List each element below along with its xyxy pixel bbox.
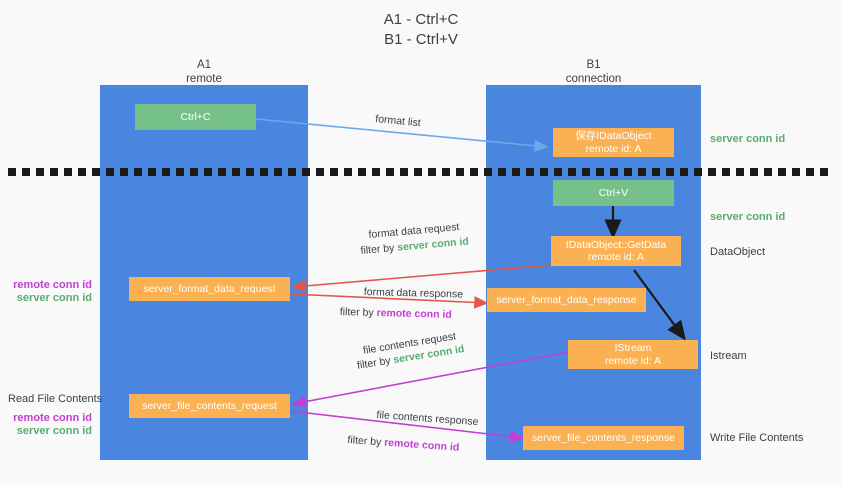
box-server-file-contents-request[interactable]: server_file_contents_request	[129, 394, 290, 418]
box-save-idataobject[interactable]: 保存IDataObject remote id: A	[553, 128, 674, 157]
caption-fdres-value: remote conn id	[376, 306, 452, 321]
caption-format-data-response-filter: filter by remote conn id	[340, 305, 452, 322]
box-istream[interactable]: IStream remote id: A	[568, 340, 698, 369]
caption-fcres-value: remote conn id	[383, 436, 460, 454]
label-read-file-contents: Read File Contents	[8, 393, 103, 405]
title-line-2: B1 - Ctrl+V	[384, 31, 458, 48]
label-server-conn-id-paste: server conn id	[710, 211, 786, 223]
box-server-file-contents-response-label: server_file_contents_response	[531, 431, 675, 444]
caption-fdres-prefix: filter by	[339, 305, 377, 319]
box-save-idataobject-line1: 保存IDataObject	[575, 130, 652, 142]
lane-b1-title: B1	[586, 59, 601, 71]
label-server-conn-id-low: server conn id	[16, 425, 92, 437]
box-server-file-contents-response[interactable]: server_file_contents_response	[523, 426, 684, 450]
box-server-format-data-request-label: server_format_data_request	[143, 282, 276, 295]
box-ctrl-v-label: Ctrl+V	[598, 186, 629, 199]
box-istream-line2: remote id: A	[604, 354, 662, 367]
box-ctrl-c[interactable]: Ctrl+C	[135, 104, 256, 130]
copy-paste-divider	[8, 168, 834, 176]
caption-fcreq-prefix: filter by	[356, 354, 395, 372]
title-line-1: A1 - Ctrl+C	[383, 11, 459, 28]
lane-b1-subtitle: connection	[565, 73, 622, 85]
label-remote-conn-id-mid: remote conn id	[13, 279, 92, 291]
box-save-idataobject-line2: remote id: A	[585, 142, 642, 155]
box-getdata-line2: remote id: A	[587, 251, 645, 263]
lane-header-b1: B1 connection	[486, 58, 701, 86]
caption-fcres-prefix: filter by	[347, 433, 385, 449]
label-istream: Istream	[710, 350, 747, 362]
box-ctrl-v[interactable]: Ctrl+V	[553, 180, 674, 206]
caption-file-contents-response-filter: filter by remote conn id	[347, 433, 460, 455]
box-server-format-data-response-label: server_format_data_response	[496, 293, 637, 306]
lane-header-a1: A1 remote	[100, 58, 308, 86]
caption-fdreq-prefix: filter by	[360, 241, 398, 257]
label-write-file-contents: Write File Contents	[710, 432, 804, 444]
box-istream-line1: IStream	[614, 342, 652, 354]
lane-a1-subtitle: remote	[186, 73, 222, 85]
caption-format-data-response: format data response	[363, 285, 464, 301]
caption-file-contents-response: file contents response	[376, 408, 479, 429]
label-dataobject: DataObject	[710, 246, 766, 258]
box-ctrl-c-label: Ctrl+C	[180, 110, 211, 123]
caption-format-list: format list	[374, 112, 422, 130]
label-server-conn-id-mid: server conn id	[16, 292, 92, 304]
lane-a1-title: A1	[196, 59, 212, 71]
box-server-format-data-response[interactable]: server_format_data_response	[487, 288, 646, 312]
box-server-file-contents-request-label: server_file_contents_request	[142, 399, 277, 412]
label-server-conn-id-top: server conn id	[710, 133, 786, 145]
box-server-format-data-request[interactable]: server_format_data_request	[129, 277, 290, 301]
diagram-title: A1 - Ctrl+C B1 - Ctrl+V	[0, 10, 842, 50]
box-getdata-line1: IDataObject::GetData	[565, 238, 667, 251]
box-getdata[interactable]: IDataObject::GetData remote id: A	[551, 236, 681, 266]
label-remote-conn-id-low: remote conn id	[13, 412, 92, 424]
